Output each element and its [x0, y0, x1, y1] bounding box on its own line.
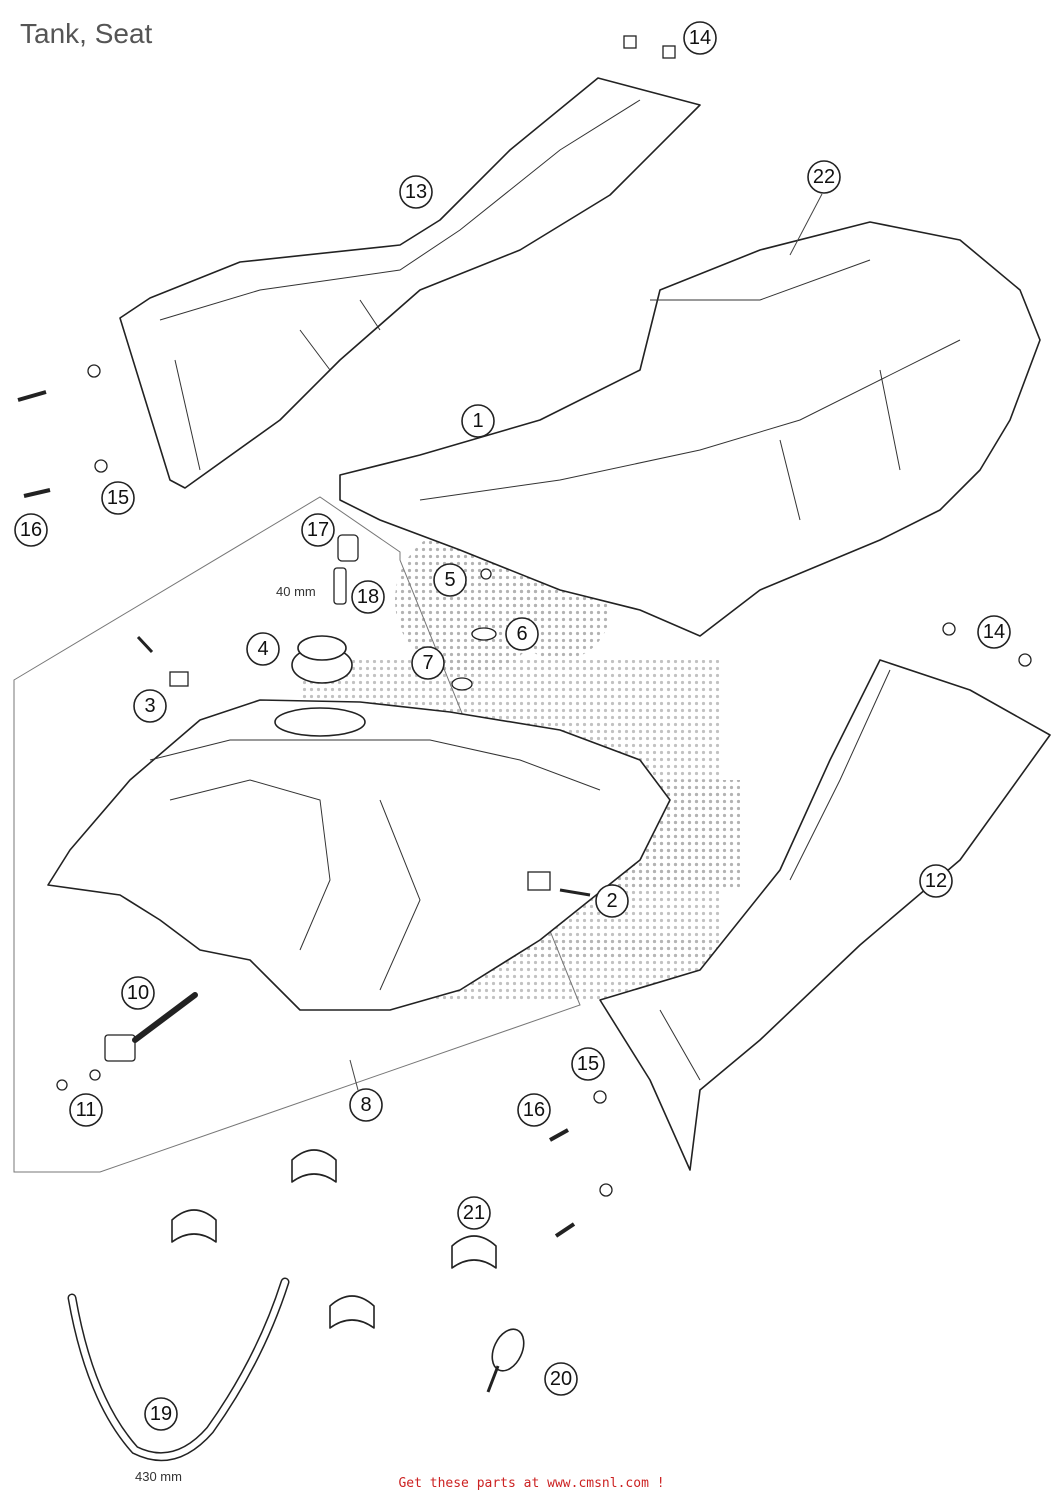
callout-1[interactable]: 1: [461, 404, 495, 438]
svg-text:15: 15: [107, 487, 129, 509]
svg-text:19: 19: [150, 1403, 172, 1425]
callout-3[interactable]: 3: [133, 689, 167, 723]
svg-text:8: 8: [360, 1094, 371, 1116]
callout-5[interactable]: 5: [433, 563, 467, 597]
callout-11[interactable]: 11: [69, 1093, 103, 1127]
callout-16-left[interactable]: 16: [14, 513, 48, 547]
svg-text:11: 11: [76, 1099, 97, 1121]
callout-15-lower[interactable]: 15: [571, 1047, 605, 1081]
callout-18[interactable]: 18: [351, 580, 385, 614]
svg-text:16: 16: [20, 519, 42, 541]
callout-10[interactable]: 10: [121, 976, 155, 1010]
side-panel-lower: [599, 659, 1051, 1171]
callout-13[interactable]: 13: [399, 175, 433, 209]
svg-text:12: 12: [925, 870, 947, 892]
callout-20[interactable]: 20: [544, 1362, 578, 1396]
callout-19[interactable]: 19: [144, 1397, 178, 1431]
breather-parts: [333, 534, 359, 605]
svg-text:7: 7: [422, 652, 433, 674]
cable-tie: [486, 1328, 525, 1393]
svg-text:17: 17: [307, 519, 329, 541]
svg-text:15: 15: [577, 1053, 599, 1075]
seat: [339, 221, 1041, 637]
callout-2[interactable]: 2: [595, 884, 629, 918]
hose-length-label: 430 mm: [135, 1469, 182, 1484]
spacer-length-label: 40 mm: [276, 584, 316, 599]
svg-text:10: 10: [127, 982, 149, 1004]
callout-12[interactable]: 12: [919, 864, 953, 898]
fuel-tap: [56, 992, 198, 1091]
svg-text:16: 16: [523, 1099, 545, 1121]
callout-22[interactable]: 22: [807, 160, 841, 194]
svg-text:2: 2: [606, 890, 617, 912]
svg-text:22: 22: [813, 166, 835, 188]
svg-text:18: 18: [357, 586, 379, 608]
leader-lines: [349, 193, 823, 1091]
svg-text:20: 20: [550, 1368, 572, 1390]
callout-14-right[interactable]: 14: [977, 615, 1011, 649]
callout-15-left[interactable]: 15: [101, 481, 135, 515]
callout-14-top[interactable]: 14: [683, 21, 717, 55]
svg-text:14: 14: [689, 27, 711, 49]
callout-21[interactable]: 21: [457, 1196, 491, 1230]
callout-4[interactable]: 4: [246, 632, 280, 666]
svg-text:13: 13: [405, 181, 427, 203]
filler-cap: [291, 635, 353, 684]
callout-17[interactable]: 17: [301, 513, 335, 547]
fuel-tank: [47, 699, 671, 1011]
svg-text:21: 21: [463, 1202, 485, 1224]
callout-6[interactable]: 6: [505, 617, 539, 651]
svg-text:4: 4: [257, 638, 268, 660]
callout-8[interactable]: 8: [349, 1088, 383, 1122]
svg-text:1: 1: [472, 410, 483, 432]
hose-clips: [171, 1149, 497, 1329]
footer-link[interactable]: Get these parts at www.cmsnl.com !: [398, 1476, 665, 1491]
breather-hose: [67, 1277, 290, 1462]
svg-text:5: 5: [444, 569, 455, 591]
callout-16-lower[interactable]: 16: [517, 1093, 551, 1127]
page-title: Tank, Seat: [20, 18, 153, 49]
svg-text:6: 6: [516, 623, 527, 645]
fasteners: [17, 35, 1032, 1238]
side-panel-upper: [119, 77, 701, 489]
callout-7[interactable]: 7: [411, 646, 445, 680]
svg-text:3: 3: [144, 695, 155, 717]
callout-group: 14 13 22 1 15 16 17 18 5 6 4 7 14 3 12 2…: [14, 21, 1011, 1431]
svg-text:14: 14: [983, 621, 1005, 643]
